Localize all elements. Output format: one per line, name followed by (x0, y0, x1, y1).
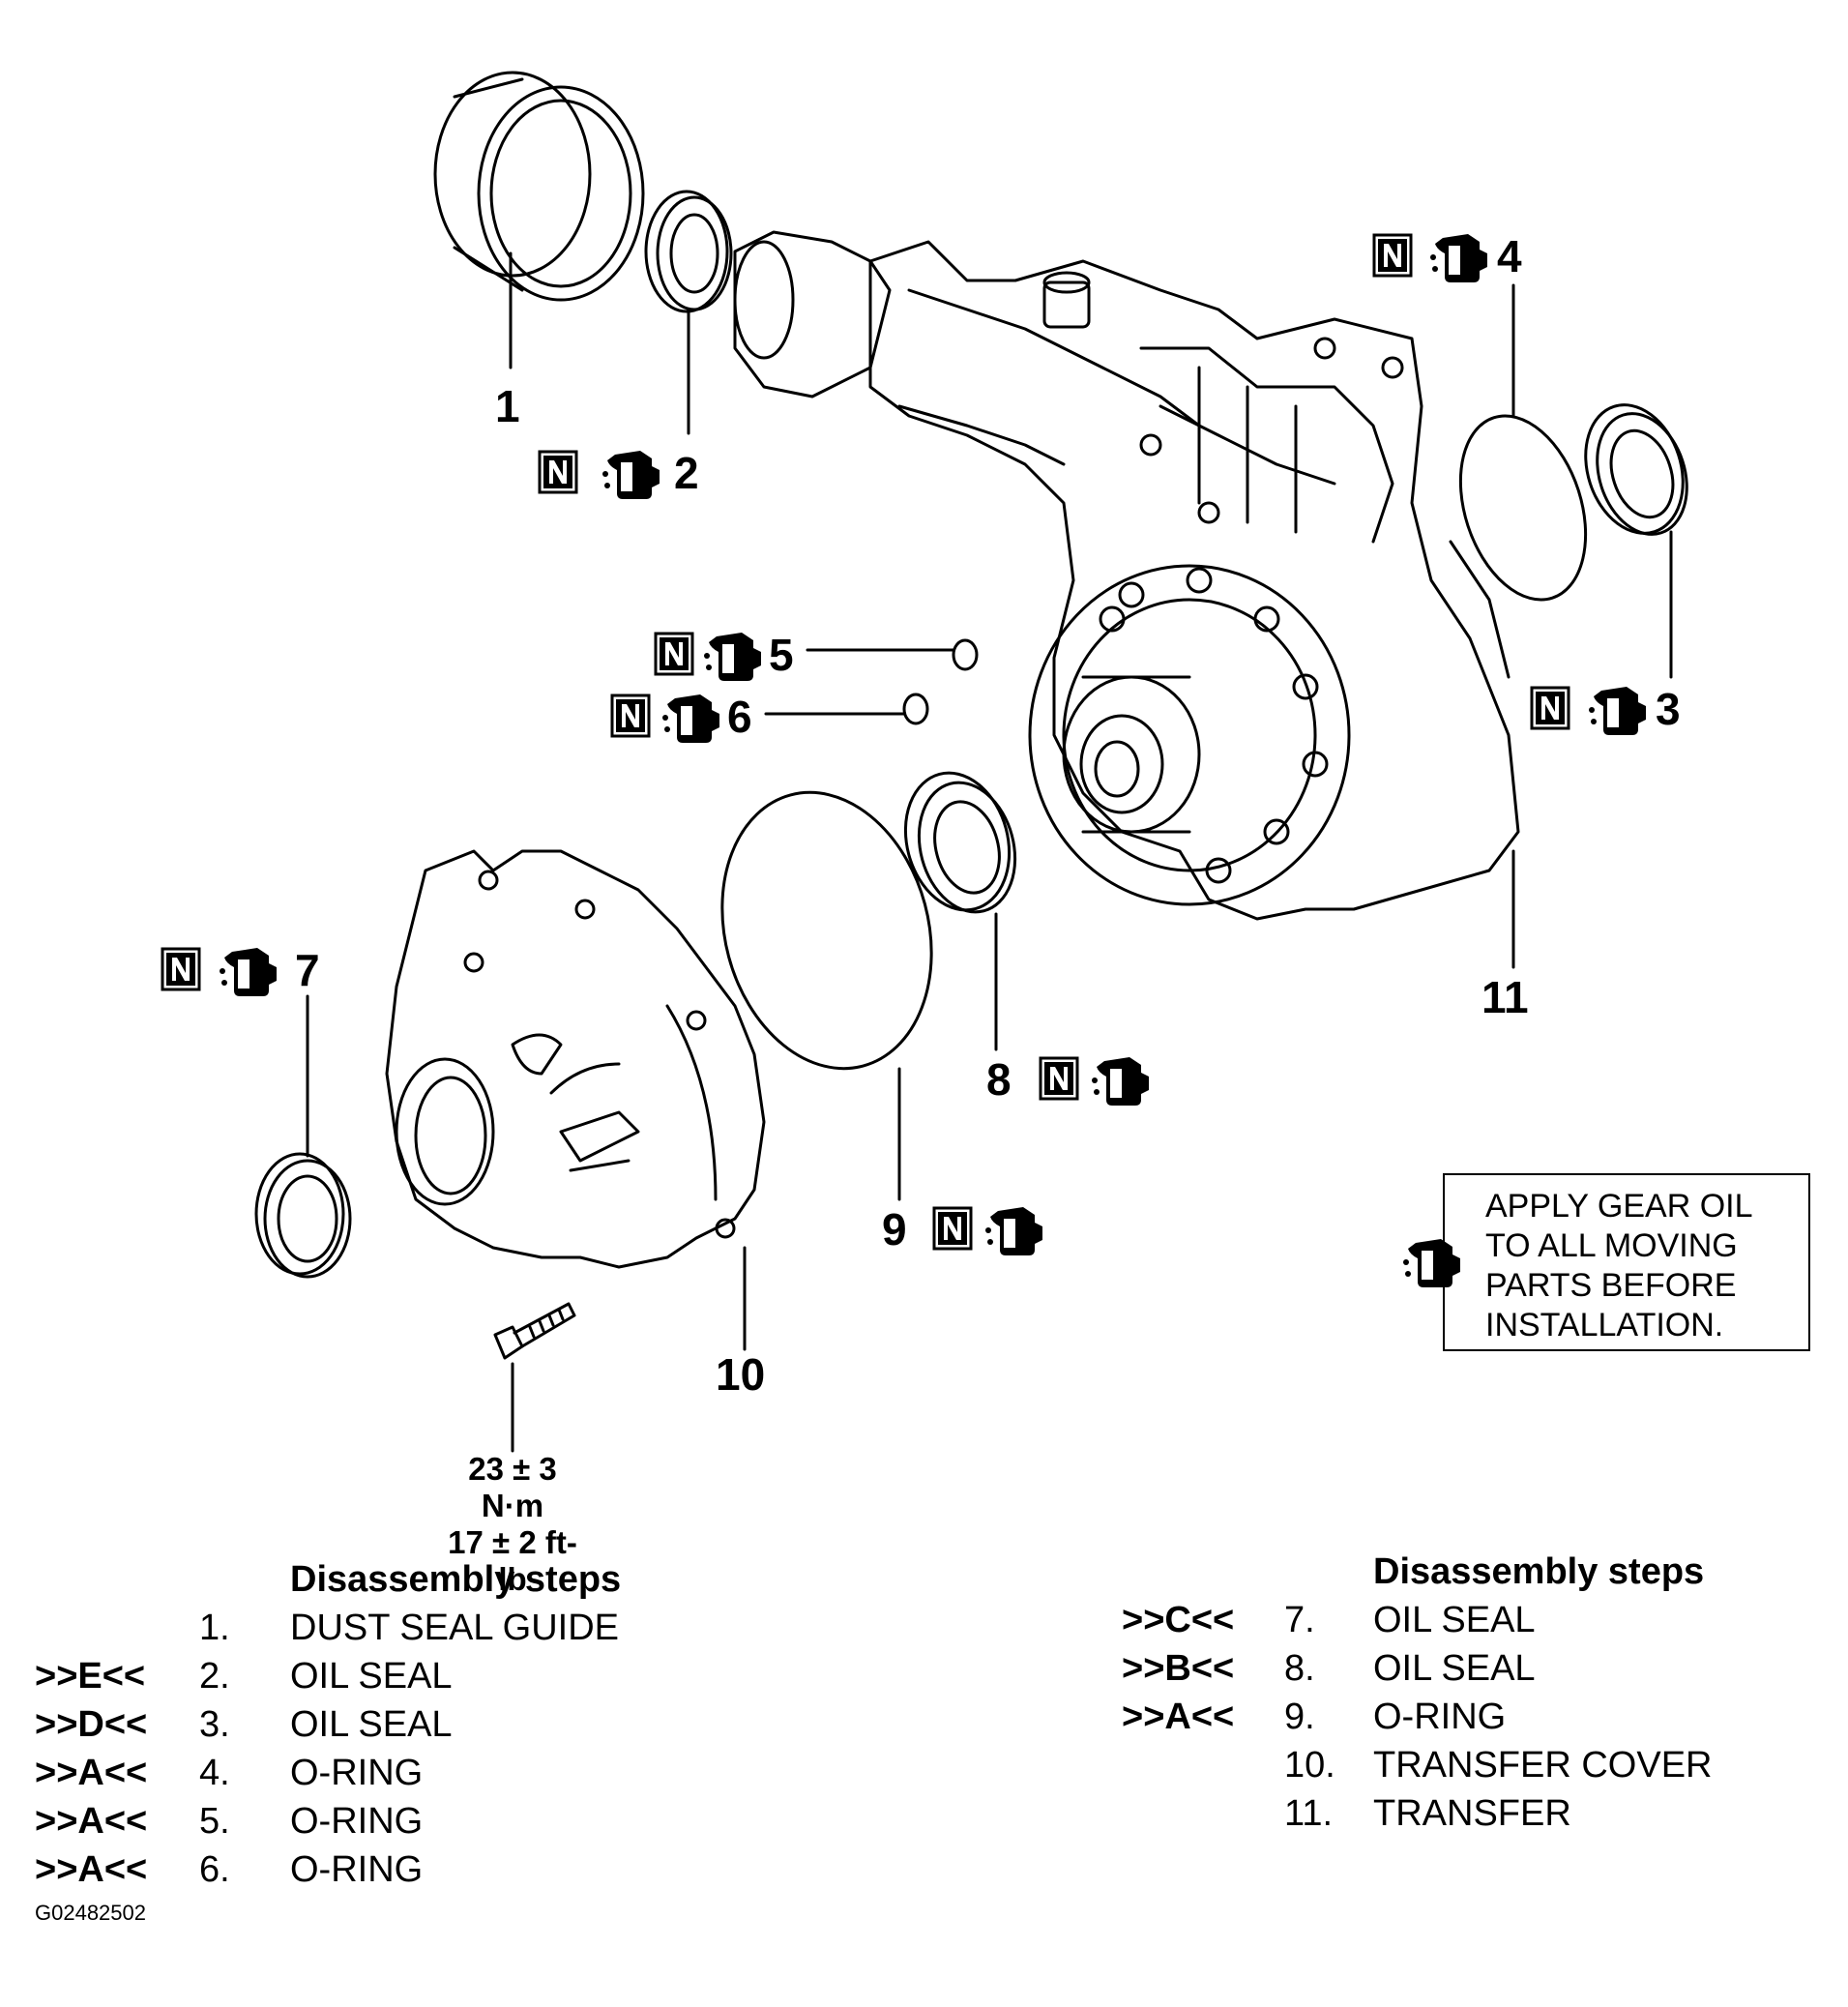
oil-can-icon (662, 694, 719, 743)
new-part-symbol (932, 1206, 973, 1251)
new-part-symbol (1039, 1056, 1079, 1101)
o-ring-9-drawing (720, 790, 933, 1071)
callout-8: 8 (986, 1054, 1012, 1105)
torque-imperial: 17 ± 2 ft-lb (448, 1524, 577, 1597)
oil-can-icon (1430, 234, 1487, 282)
torque-spec: 23 ± 3 N·m 17 ± 2 ft-lb (445, 1451, 580, 1598)
transfer-cover-drawing (385, 849, 766, 1269)
callout-1: 1 (495, 381, 520, 431)
steps-header: Disassembly steps (1373, 1551, 1705, 1592)
callout-2: 2 (674, 448, 699, 498)
oil-can-icon (1403, 1239, 1460, 1287)
new-part-symbol (538, 450, 578, 494)
oil-seal-2-drawing (644, 190, 733, 313)
steps-header: Disassembly steps (290, 1559, 622, 1600)
callout-6: 6 (727, 692, 752, 742)
new-part-symbol (1530, 686, 1570, 730)
dust-seal-guide-drawing (433, 71, 645, 302)
bolt-drawing (493, 1302, 576, 1360)
oil-can-icon (1589, 687, 1646, 735)
new-part-symbol (1372, 233, 1413, 278)
callout-5: 5 (769, 630, 794, 680)
callout-10: 10 (716, 1349, 766, 1400)
oil-seal-7-drawing (254, 1152, 352, 1279)
oil-seal-8-drawing (903, 771, 1017, 914)
figure-id: G02482502 (35, 1901, 146, 1925)
new-part-symbol (610, 694, 651, 738)
new-part-symbol (654, 632, 694, 676)
callout-3: 3 (1656, 684, 1681, 734)
callout-11: 11 (1481, 972, 1529, 1022)
callout-4: 4 (1497, 231, 1522, 281)
oil-can-icon (985, 1207, 1042, 1255)
transfer-case-drawing (733, 230, 1520, 921)
oil-can-icon (220, 948, 277, 996)
oil-can-icon (704, 633, 761, 681)
oil-can-icon (602, 451, 660, 499)
gear-oil-note: APPLY GEAR OIL TO ALL MOVING PARTS BEFOR… (1403, 1173, 1810, 1351)
oil-seal-3-drawing (1584, 403, 1688, 536)
new-part-symbol (161, 947, 201, 991)
o-ring-4-drawing (1458, 414, 1588, 602)
callout-7: 7 (295, 945, 320, 995)
torque-metric: 23 ± 3 N·m (468, 1451, 557, 1523)
oil-can-icon (1092, 1057, 1149, 1106)
callout-9: 9 (882, 1204, 907, 1254)
o-ring-6-drawing (902, 693, 929, 725)
note-text: APPLY GEAR OIL TO ALL MOVING PARTS BEFOR… (1485, 1188, 1753, 1343)
o-ring-5-drawing (952, 638, 979, 671)
